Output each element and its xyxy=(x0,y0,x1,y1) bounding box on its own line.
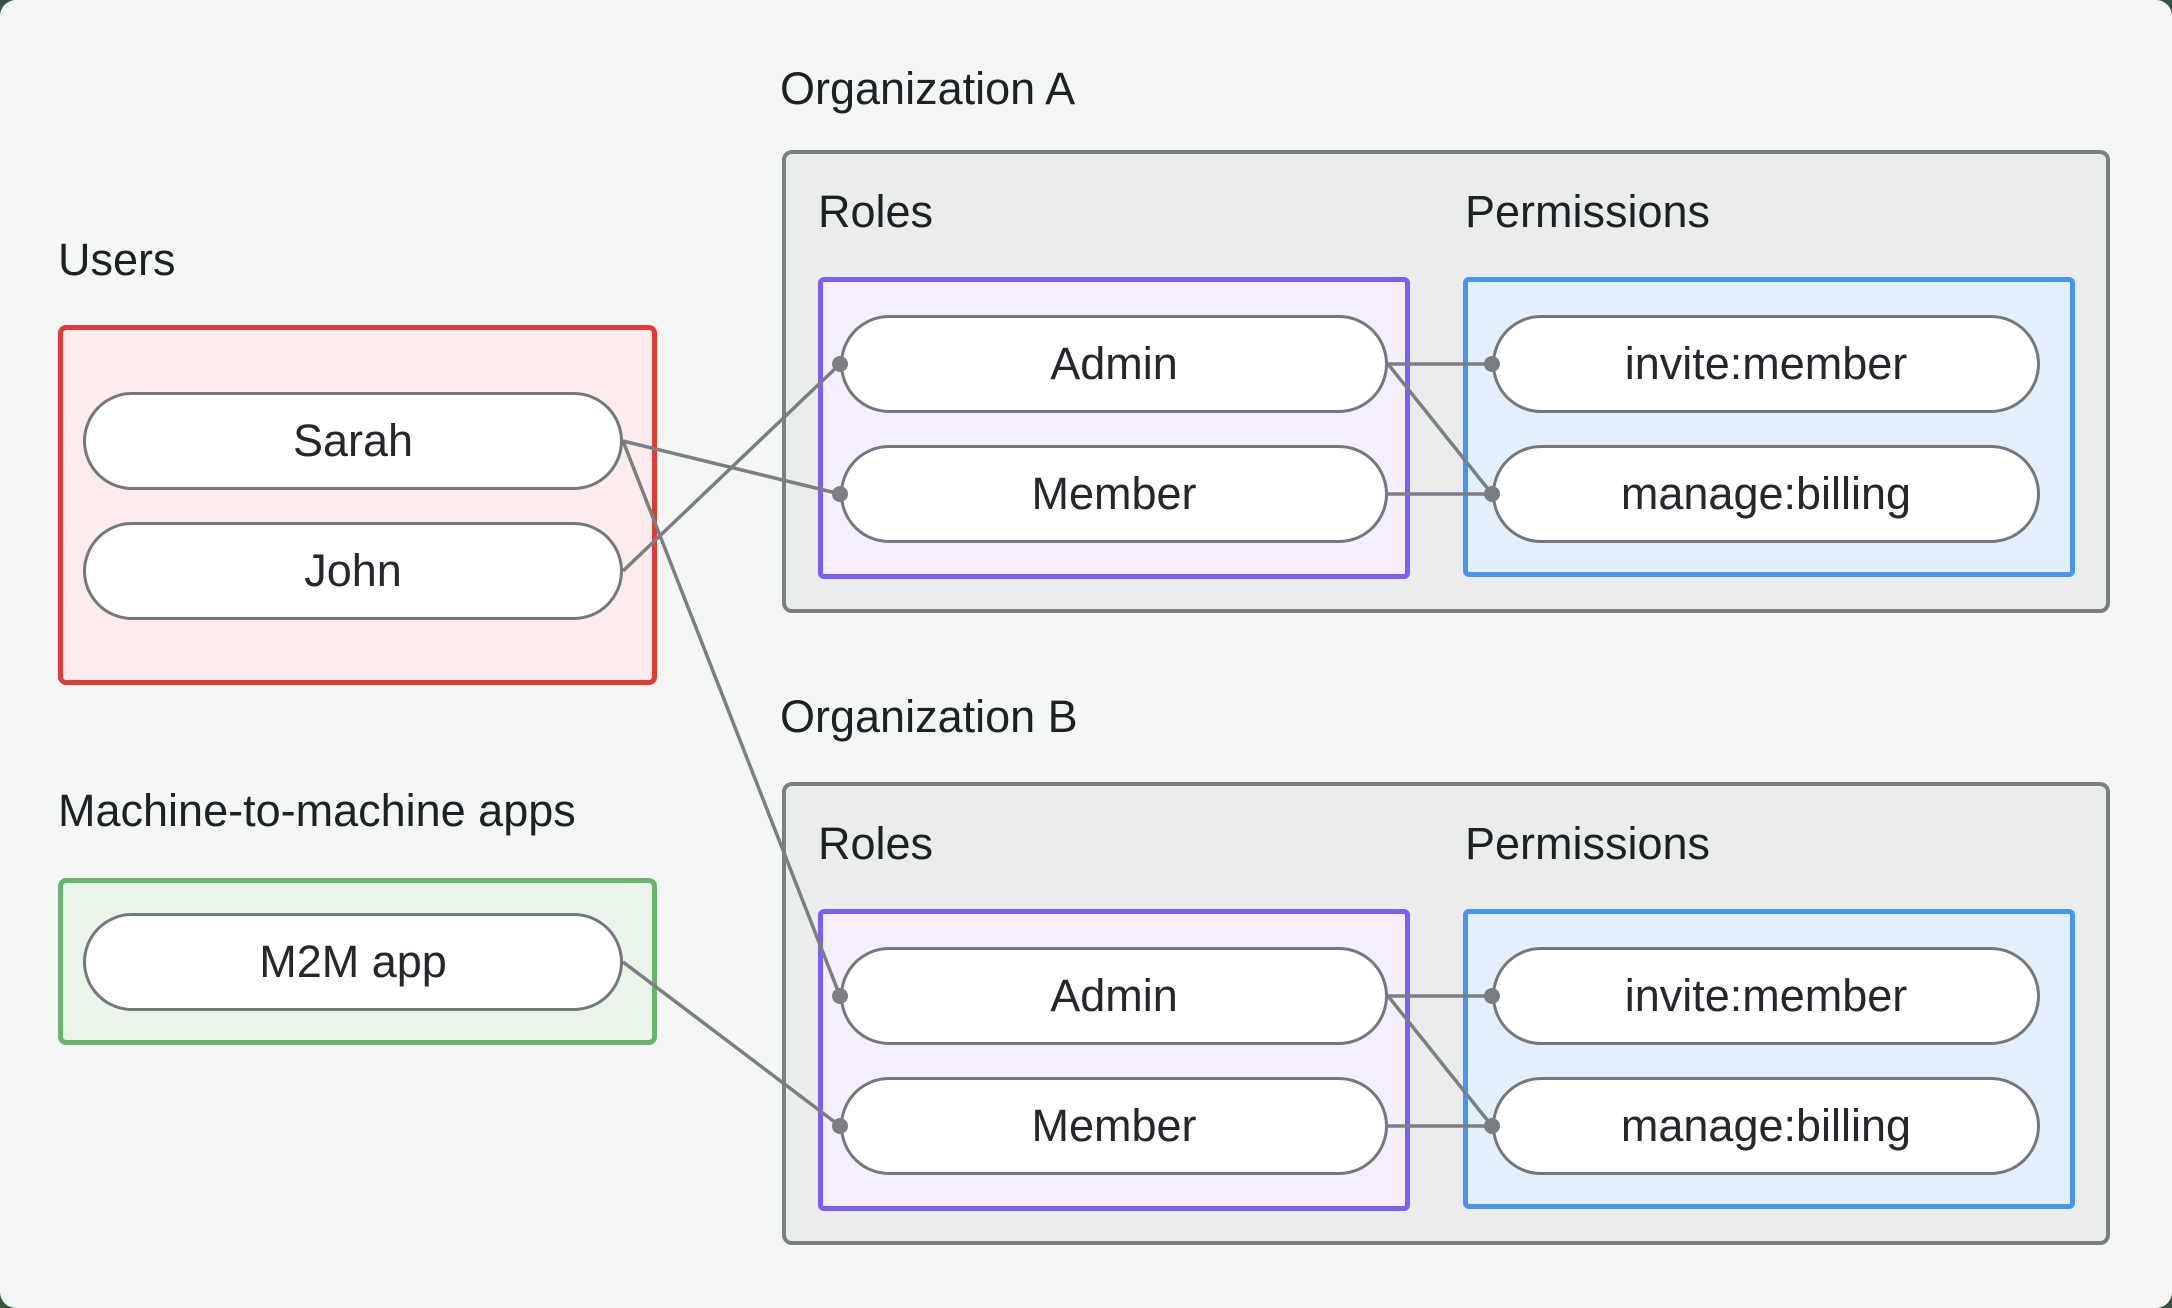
org-a-permission-invite-member: invite:member xyxy=(1492,315,2040,413)
org-b-role-member: Member xyxy=(840,1077,1388,1175)
m2m-node-app: M2M app xyxy=(83,913,623,1011)
org-a-role-admin: Admin xyxy=(840,315,1388,413)
org-b-permission-invite-member: invite:member xyxy=(1492,947,2040,1045)
org-b-permission-manage-billing: manage:billing xyxy=(1492,1077,2040,1175)
org-b-permissions-label: Permissions xyxy=(1465,818,1711,869)
org-a-permissions-label: Permissions xyxy=(1465,186,1711,237)
org-a-permission-manage-billing: manage:billing xyxy=(1492,445,2040,543)
users-group-box xyxy=(58,325,657,685)
user-node-john: John xyxy=(83,522,623,620)
org-a-label: Organization A xyxy=(780,63,1076,114)
org-b-roles-label: Roles xyxy=(818,818,934,869)
org-b-role-admin: Admin xyxy=(840,947,1388,1045)
org-a-roles-label: Roles xyxy=(818,186,934,237)
users-group-label: Users xyxy=(58,234,176,285)
org-b-label: Organization B xyxy=(780,691,1078,742)
m2m-group-label: Machine-to-machine apps xyxy=(58,785,576,836)
org-a-role-member: Member xyxy=(840,445,1388,543)
user-node-sarah: Sarah xyxy=(83,392,623,490)
